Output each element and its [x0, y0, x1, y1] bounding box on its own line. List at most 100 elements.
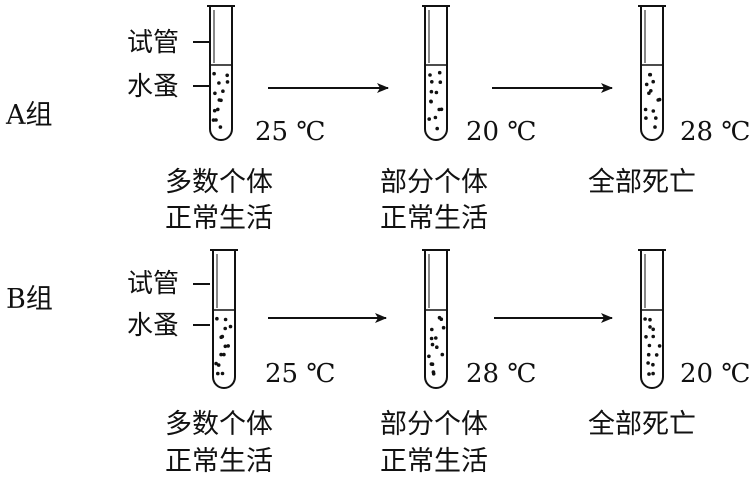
larva-dot	[651, 109, 656, 113]
larva-dot	[217, 81, 221, 85]
result-a3-line1: 全部死亡	[588, 167, 696, 198]
larva-dot	[651, 327, 655, 332]
larva-dot	[649, 89, 653, 93]
larva-dot	[218, 125, 223, 129]
larva-dot	[657, 344, 662, 348]
larva-dot	[434, 336, 438, 340]
temp-b3: 20 ℃	[680, 359, 750, 389]
larvae-label-a: 水蚤	[127, 72, 179, 102]
larva-dot	[651, 334, 655, 339]
larva-dot	[223, 317, 228, 322]
larva-dot	[435, 126, 440, 131]
tube-label-a: 试管	[127, 28, 179, 58]
tube-outline	[640, 250, 664, 389]
result-b3-line1: 全部死亡	[588, 409, 696, 440]
result-a2-line1: 部分个体	[380, 167, 488, 198]
larva-dot	[214, 361, 218, 366]
larva-dot	[647, 91, 651, 95]
larva-dot	[225, 73, 229, 78]
larva-dot	[653, 125, 657, 129]
larva-dot	[654, 353, 659, 357]
larva-dot	[213, 91, 217, 96]
test-tube-a1	[207, 5, 235, 141]
temp-b2: 28 ℃	[466, 359, 536, 389]
larva-dot	[215, 316, 219, 321]
larva-dot	[437, 107, 442, 112]
larva-dot	[429, 89, 434, 94]
larva-dot	[220, 371, 225, 376]
larva-dot	[222, 352, 226, 357]
larva-dot	[651, 362, 655, 367]
larva-dot	[216, 371, 220, 376]
test-tube-a3	[638, 5, 666, 141]
temp-b1: 25 ℃	[265, 359, 335, 389]
larva-dot	[221, 89, 225, 93]
larva-dot	[647, 372, 651, 376]
larva-dot	[225, 80, 230, 84]
larva-dot	[437, 315, 442, 320]
result-b2-line1: 部分个体	[380, 409, 488, 440]
larva-dot	[434, 90, 439, 95]
larva-dot	[216, 363, 221, 367]
tube-outline	[424, 6, 448, 141]
larva-dot	[216, 107, 220, 112]
larva-dot	[643, 107, 648, 112]
tube-outline	[424, 250, 448, 389]
larva-dot	[430, 362, 435, 367]
larva-dot	[223, 344, 228, 349]
larva-dot	[437, 70, 442, 75]
temp-a2: 20 ℃	[466, 117, 536, 147]
group-b: B组 试管 水蚤 25 ℃ 28 ℃ 20 ℃ 多数个体 正常生活 部分个体 正…	[6, 249, 750, 477]
larva-dot	[431, 372, 436, 376]
larva-dot	[438, 80, 443, 84]
larva-dot	[219, 98, 223, 103]
larva-dot	[220, 334, 225, 339]
result-a2-line2: 正常生活	[380, 203, 488, 234]
larva-dot	[648, 325, 652, 329]
test-tube-b3	[638, 249, 666, 389]
larva-dot	[433, 115, 438, 120]
larva-dot	[214, 118, 218, 122]
tube-label-b: 试管	[127, 269, 179, 299]
group-a-label: A组	[5, 100, 53, 131]
larva-dot	[651, 79, 655, 84]
group-a: A组 试管 水蚤 25 ℃ 20 ℃ 28 ℃ 多数个体 正常生活 部分个体 正…	[5, 5, 750, 234]
larva-dot	[429, 336, 434, 341]
larva-dot	[219, 352, 223, 357]
larva-dot	[440, 352, 445, 357]
test-tube-b1	[210, 249, 238, 389]
tube-outline	[640, 6, 664, 141]
larva-dot	[212, 71, 216, 76]
larva-dot	[228, 324, 233, 329]
temp-a3: 28 ℃	[680, 117, 750, 147]
result-b1-line2: 正常生活	[165, 446, 273, 477]
larva-dot	[435, 345, 439, 350]
larva-dot	[656, 98, 660, 102]
larva-dot	[428, 73, 432, 77]
test-tube-a2	[422, 5, 450, 141]
test-tube-b2	[422, 249, 450, 389]
larva-dot	[644, 82, 649, 87]
larva-dot	[430, 342, 435, 347]
group-b-label: B组	[6, 284, 53, 315]
result-b1-line1: 多数个体	[165, 409, 273, 440]
larvae-label-b: 水蚤	[127, 311, 179, 341]
result-b2-line2: 正常生活	[380, 446, 488, 477]
larva-dot	[644, 116, 648, 120]
larva-dot	[646, 352, 651, 357]
larva-dot	[429, 99, 433, 104]
larva-dot	[223, 326, 227, 331]
larva-dot	[648, 72, 653, 77]
larva-dot	[651, 371, 655, 376]
larva-dot	[441, 325, 446, 330]
larva-dot	[430, 80, 434, 84]
larva-dot	[212, 108, 217, 113]
larva-dot	[647, 343, 652, 348]
larva-dot	[648, 317, 652, 322]
larva-dot	[646, 361, 650, 365]
tube-outline	[212, 250, 236, 389]
result-a1-line1: 多数个体	[165, 167, 273, 198]
temp-a1: 25 ℃	[255, 117, 325, 147]
result-a1-line2: 正常生活	[165, 203, 273, 234]
